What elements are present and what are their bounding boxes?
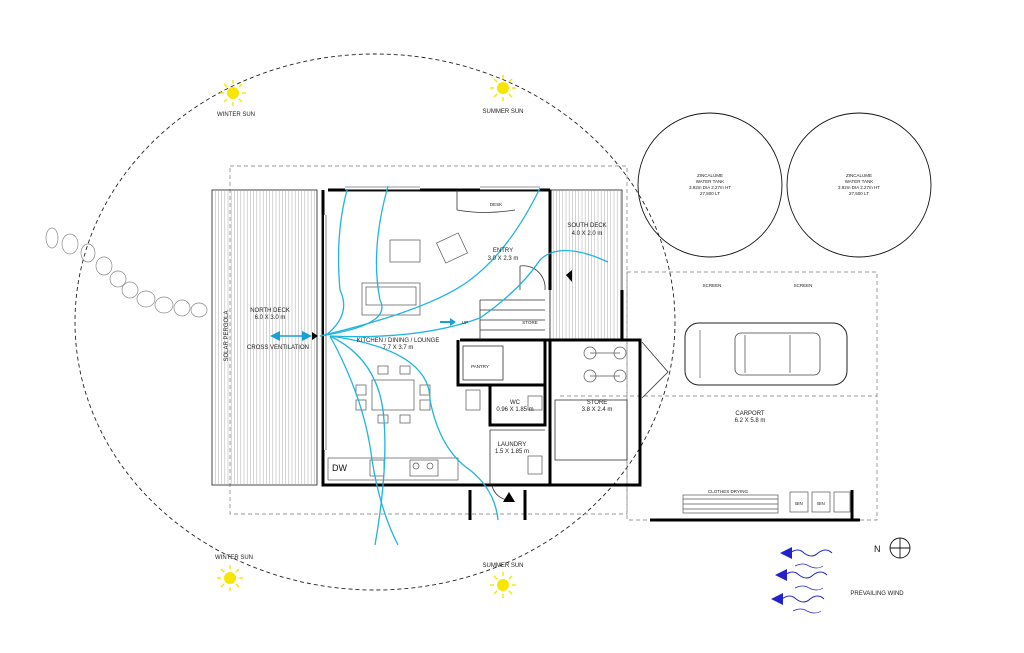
exterior-walls [321, 188, 860, 522]
bicycles [583, 346, 627, 383]
clothes-drying-label: CLOTHES DRYING [708, 489, 748, 494]
desk-label: DESK [490, 202, 502, 207]
bin-label-2: BIN [817, 501, 825, 506]
south-deck [549, 189, 623, 341]
sun-icon-winter-bottom [217, 565, 243, 591]
tank-1-dims: 3.92m DIA 2.27m HT [689, 185, 731, 190]
tank-2-name: ZINCALUME [846, 173, 872, 178]
prevailing-wind-label: PREVAILING WIND [850, 591, 904, 597]
carport-label: CARPORT [735, 411, 765, 417]
winter-sun-label-top: WINTER SUN [217, 112, 255, 118]
pantry-label: PANTRY [471, 364, 489, 369]
store-label: STORE [587, 400, 608, 406]
sun-icon-summer-top [490, 75, 516, 101]
carport-dims: 6.2 X 5.8 m [735, 418, 766, 424]
tank-2-capacity: 27,500 LT [849, 191, 869, 196]
water-tank-1 [637, 112, 783, 258]
screen-label-2: SCREEN [794, 283, 813, 288]
up-label: UP [462, 320, 468, 325]
screen-label-1: SCREEN [703, 283, 722, 288]
south-deck-dims: 4.0 X 2.0 m [572, 231, 603, 237]
airflow-curves [319, 185, 609, 546]
entry-marker-south [566, 270, 572, 282]
windows [321, 186, 540, 450]
furniture [327, 232, 851, 514]
laundry-label: LAUNDRY [498, 442, 527, 448]
summer-sun-label-bottom: SUMMER SUN [482, 563, 523, 569]
cross-ventilation-arrow [270, 331, 318, 341]
bin-label-1: BIN [795, 501, 803, 506]
north-deck [211, 189, 318, 486]
sun-icon-summer-bottom [490, 572, 516, 598]
store-dims: 3.8 X 2.4 m [582, 407, 613, 413]
up-arrow-head [450, 318, 456, 326]
entry-marker-laundry [503, 492, 515, 502]
winter-sun-label-bottom: WINTER SUN [215, 555, 253, 561]
wc-dims: 0.96 X 1.85 m [496, 407, 533, 413]
entry-dims: 3.0 X 2.3 m [488, 256, 519, 262]
south-deck-label: SOUTH DECK [567, 223, 606, 229]
wc-label: WC [510, 400, 521, 406]
sun-path-arc [74, 53, 676, 591]
tank-2-dims: 3.92m DIA 2.27m HT [838, 185, 880, 190]
solar-pergola-label: SOLAR PERGOLA [224, 310, 230, 361]
wind-arrow-icon [771, 547, 833, 614]
tank-2-type: WATER TANK [845, 179, 874, 184]
car [684, 322, 848, 386]
kitchen-dims: 7.7 X 3.7 m [383, 345, 414, 351]
store-door-swing [641, 341, 669, 399]
entry-label: ENTRY [493, 248, 513, 254]
store-small-label: STORE [522, 320, 537, 325]
laundry-dims: 1.5 X 1.85 m [495, 449, 529, 455]
cross-ventilation-label: CROSS VENTILATION [247, 345, 309, 351]
tank-1-type: WATER TANK [696, 179, 725, 184]
stepping-stones [45, 227, 208, 318]
north-label: N [874, 544, 881, 554]
interior-walls [456, 190, 628, 501]
north-deck-label: NORTH DECK [250, 308, 290, 314]
dishwasher-label: DW [332, 463, 347, 473]
summer-sun-label-top: SUMMER SUN [482, 109, 523, 115]
north-compass-icon [889, 537, 911, 559]
kitchen-label: KITCHEN / DINING / LOUNGE [357, 338, 440, 344]
north-deck-dims: 6.0 X 3.0 m [255, 315, 286, 321]
sun-icon-winter-top [220, 80, 246, 106]
tank-1-name: ZINCALUME [697, 173, 723, 178]
tank-1-capacity: 27,500 LT [700, 191, 720, 196]
water-tank-2 [786, 112, 932, 258]
